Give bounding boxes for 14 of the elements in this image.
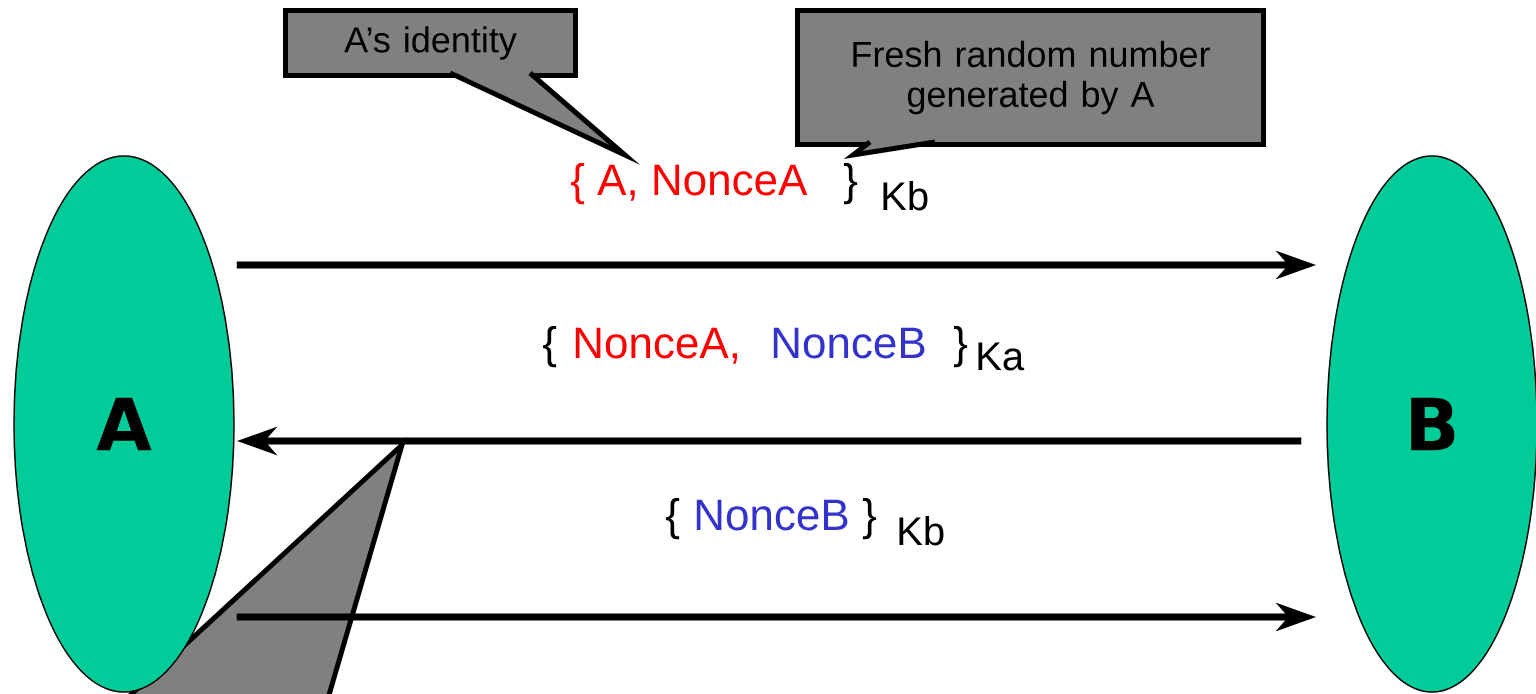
message-text: }	[953, 326, 968, 368]
message-text: {	[542, 326, 557, 368]
message-text: NonceB	[773, 327, 925, 359]
message-text: Kb	[883, 181, 928, 211]
participant-oval: A	[13, 155, 235, 693]
message-text: Ka	[978, 342, 1025, 371]
participant-oval: B	[1326, 155, 1536, 693]
message-text: {	[665, 498, 680, 540]
callout: Fresh random number generated by A	[795, 8, 1266, 159]
message-text: { A, NonceA	[570, 163, 808, 205]
message-text: NonceA,	[575, 327, 737, 364]
message-text: }	[862, 498, 877, 540]
message-text: NonceB	[696, 499, 848, 531]
message-text: Kb	[899, 516, 944, 546]
